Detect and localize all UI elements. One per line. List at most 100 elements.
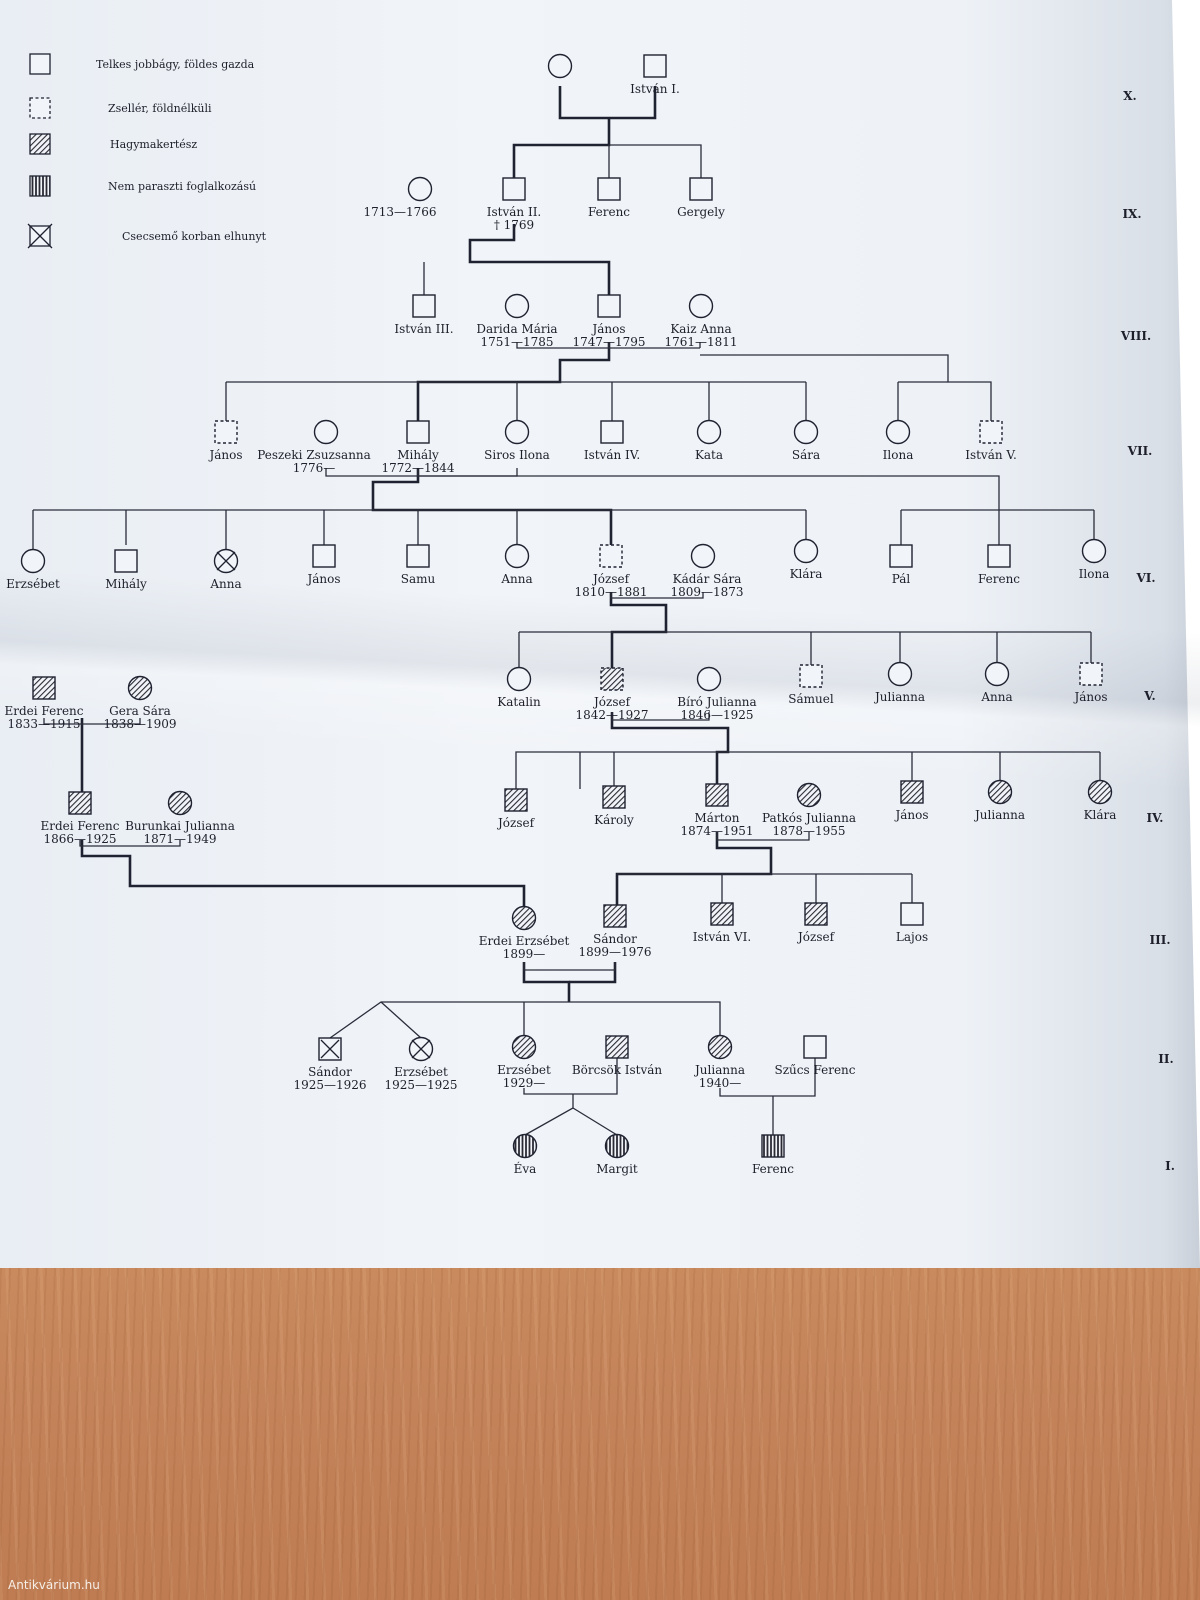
generation-label: V. bbox=[1143, 689, 1155, 703]
female-symbol bbox=[690, 543, 716, 569]
descent-line bbox=[721, 874, 913, 903]
female-symbol bbox=[604, 1133, 630, 1159]
descent-line bbox=[516, 342, 609, 349]
person-borcsok: Börcsök István bbox=[572, 1035, 662, 1077]
person-label: 1833—1915 bbox=[7, 717, 80, 731]
infant-death-cross bbox=[320, 1039, 340, 1059]
person-label: István IV. bbox=[584, 448, 640, 462]
person-sara7: Sára bbox=[792, 419, 820, 462]
person-label: Ferenc bbox=[978, 572, 1020, 586]
person-label: Pál bbox=[892, 572, 911, 586]
person-mihaly6: Mihály bbox=[105, 549, 147, 591]
male-symbol bbox=[406, 420, 430, 444]
person-label: Erdei Ferenc bbox=[5, 704, 84, 718]
person-label: 1809—1873 bbox=[670, 585, 743, 599]
person-label: Patkós Julianna bbox=[762, 811, 856, 825]
generation-label: I. bbox=[1165, 1159, 1175, 1173]
female-symbol bbox=[984, 661, 1010, 687]
person-erzsebet6: Erzsébet bbox=[6, 548, 60, 591]
male-symbol bbox=[710, 902, 734, 926]
descent-line-heavy bbox=[512, 118, 611, 178]
person-label: 1925—1925 bbox=[384, 1078, 457, 1092]
person-julianna5: Julianna bbox=[873, 661, 925, 704]
person-label: 1899— bbox=[503, 947, 546, 961]
person-label: 1842—1927 bbox=[575, 708, 648, 722]
female-symbol bbox=[885, 419, 911, 445]
male-symbol bbox=[597, 177, 621, 201]
person-label: Katalin bbox=[497, 695, 541, 709]
person-label: Sándor bbox=[593, 932, 637, 946]
descent-line-heavy bbox=[522, 962, 571, 1002]
legend-cross bbox=[27, 223, 53, 249]
person-label: 1866—1925 bbox=[43, 832, 116, 846]
generation-label: IX. bbox=[1122, 207, 1141, 221]
descent-line bbox=[611, 712, 710, 721]
person-label: Julianna bbox=[693, 1063, 745, 1077]
female-symbol bbox=[696, 419, 722, 445]
female-symbol bbox=[796, 782, 822, 808]
legend-swatch bbox=[29, 175, 51, 197]
descent-line bbox=[523, 1058, 618, 1095]
person-istvan4: István IV. bbox=[584, 420, 640, 462]
person-label: 1846—1925 bbox=[680, 708, 753, 722]
person-label: 1925—1926 bbox=[293, 1078, 366, 1092]
legend-label: Zsellér, földnélküli bbox=[108, 102, 212, 115]
male-symbol bbox=[900, 780, 924, 804]
descent-line bbox=[329, 1001, 569, 1039]
legend-label: Hagymakertész bbox=[110, 138, 197, 151]
person-label: Anna bbox=[209, 577, 241, 591]
male-symbol bbox=[804, 902, 828, 926]
male-symbol bbox=[1079, 662, 1103, 686]
person-label: Siros Ilona bbox=[484, 448, 550, 462]
person-samuel: Sámuel bbox=[788, 664, 834, 706]
male-symbol bbox=[68, 791, 92, 815]
legend-label: Nem paraszti foglalkozású bbox=[108, 180, 256, 193]
person-ilona6: Ilona bbox=[1079, 538, 1109, 581]
person-label: János bbox=[1072, 690, 1107, 704]
male-symbol bbox=[597, 294, 621, 318]
legend-item-hatched: Hagymakertész bbox=[29, 133, 197, 155]
person-label: Klára bbox=[790, 567, 823, 581]
female-symbol bbox=[793, 538, 819, 564]
descent-line bbox=[515, 751, 580, 789]
descent-line bbox=[380, 1001, 422, 1039]
male-symbol bbox=[799, 664, 823, 688]
female-symbol bbox=[512, 1133, 538, 1159]
female-symbol bbox=[167, 790, 193, 816]
person-klara6: Klára bbox=[790, 538, 823, 581]
descent-line-heavy bbox=[610, 712, 730, 784]
male-symbol bbox=[312, 544, 336, 568]
legend-item-dashed: Zsellér, földnélküli bbox=[29, 97, 212, 119]
male-symbol bbox=[214, 420, 238, 444]
male-symbol bbox=[979, 420, 1003, 444]
person-label: János bbox=[305, 572, 340, 586]
person-label: István III. bbox=[394, 322, 453, 336]
descent-line bbox=[32, 510, 807, 550]
person-label: István VI. bbox=[693, 930, 751, 944]
female-symbol bbox=[688, 293, 714, 319]
female-symbol bbox=[313, 419, 339, 445]
person-label: István II. bbox=[487, 205, 542, 219]
person-janos6: János bbox=[305, 544, 341, 586]
person-anna6b: Anna bbox=[500, 543, 533, 586]
person-label: 1747—1795 bbox=[572, 335, 645, 349]
female-symbol bbox=[547, 53, 573, 79]
person-karoly: Károly bbox=[594, 785, 634, 827]
person-istvan1: István I. bbox=[630, 54, 680, 96]
male-symbol bbox=[643, 54, 667, 78]
person-label: 1751—1785 bbox=[480, 335, 553, 349]
female-symbol bbox=[504, 293, 530, 319]
person-margit: Margit bbox=[596, 1133, 638, 1176]
connector-lines bbox=[32, 86, 1101, 1136]
